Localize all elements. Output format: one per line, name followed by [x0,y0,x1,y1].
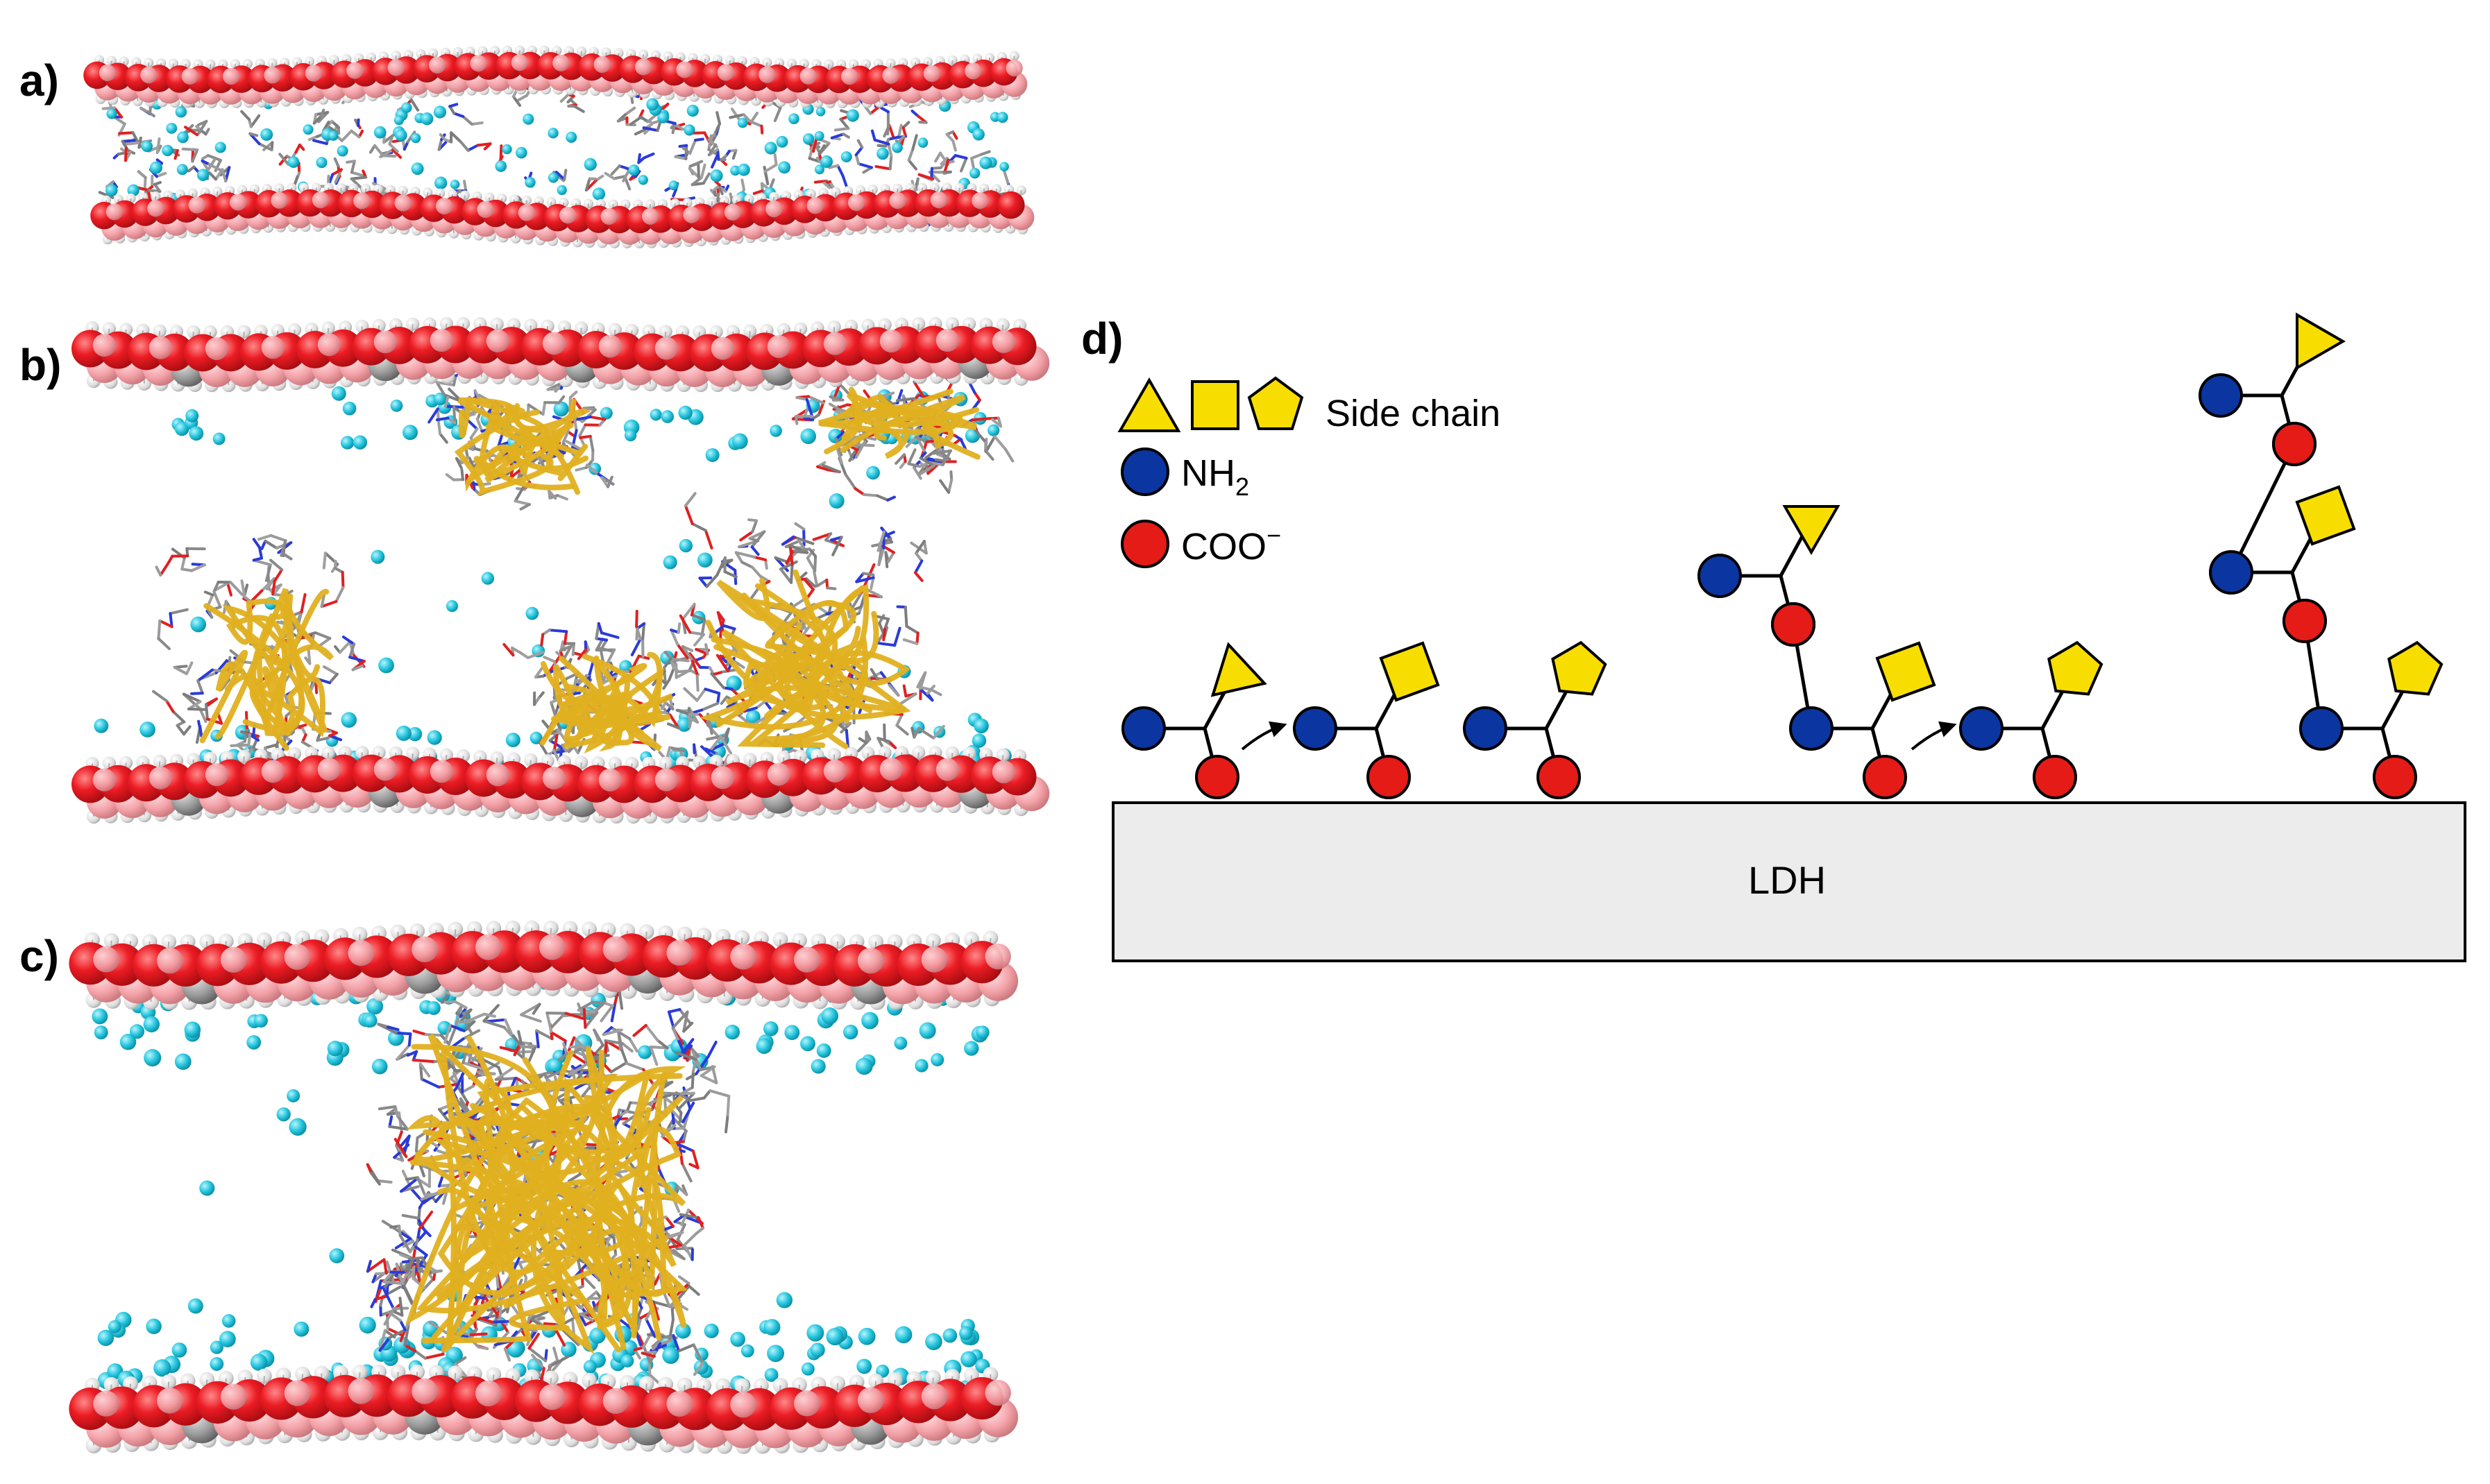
ldh-layer-a-bottom [90,182,1035,249]
carboxyl-group-7b [2272,422,2317,466]
triangle-side-chain-1 [1210,642,1267,697]
amino-group-8 [2209,550,2253,595]
ldh-substrate [1112,801,2466,962]
square-side-chain-2 [1379,641,1440,702]
ldh-label: LDH [1748,858,1826,902]
transfer-arrow-1 [1241,721,1287,751]
helix-b-4 [539,651,674,754]
square-icon [1191,380,1239,430]
square-side-chain-5 [1875,641,1936,702]
square-side-chain-8 [2295,485,2356,546]
legend-nh2: NH2 [1181,452,1249,501]
adsorption-schematic: Side chain NH2 COO− LDH [1112,312,2466,962]
panel-d-label: d) [1081,314,1123,364]
helix-b-3 [199,588,334,751]
transfer-arrow-2 [1911,721,1957,751]
pentagon-icon [1247,376,1304,430]
helix-b-1 [454,397,591,496]
ldh-layer-a-top [83,45,1028,109]
helix-b-2 [818,386,981,460]
panel-c-label: c) [19,931,59,981]
carboxyl-group-1 [1195,755,1239,799]
triangle-side-chain-7 [2296,312,2346,370]
legend-side-chain: Side chain [1326,393,1500,434]
ldh-layer-c-bottom [69,1364,1019,1454]
legend-coo: COO− [1181,521,1281,568]
ldh-layer-b-top [71,316,1050,393]
carboxyl-group-2 [1366,755,1411,799]
amino-group-7 [2199,373,2243,418]
pentagon-side-chain-3 [1551,640,1607,696]
amino-group-2 [1293,706,1337,751]
coo-legend-icon [1121,520,1169,568]
carboxyl-group-3 [1536,755,1581,799]
carboxyl-group-9 [2373,755,2417,799]
pentagon-side-chain-6 [2047,640,2103,696]
panel-a-label: a) [19,56,59,105]
amino-group-6 [1959,706,2004,751]
carboxyl-group-8b [2282,599,2327,643]
residue-group-1 [1121,640,1607,799]
md-snapshot-b [71,316,1050,824]
md-snapshot-a [83,45,1035,249]
amino-group-4 [1697,554,1742,598]
carboxyl-group-5 [1863,755,1907,799]
legend: Side chain NH2 COO− [1117,376,1500,568]
helix-b-5 [699,569,911,750]
triangle-icon [1117,377,1181,432]
ldh-layer-b-bottom [71,745,1050,824]
amino-group-5 [1789,706,1833,751]
amino-group-1 [1121,706,1166,751]
carboxyl-group-4b [1771,602,1815,647]
nh2-legend-icon [1121,447,1169,496]
helix-c [405,1034,688,1355]
ldh-layer-c-top [69,920,1019,1010]
pentagon-side-chain-9 [2387,640,2444,696]
carboxyl-group-6 [2033,755,2077,799]
amino-group-9 [2299,706,2344,751]
water-b-mid [190,447,911,692]
peptide-chains [1121,312,2444,799]
dipeptide [1697,505,2103,799]
panel-b-label: b) [19,340,61,390]
amino-group-3 [1463,706,1507,751]
triangle-side-chain-4 [1782,505,1840,556]
tripeptide [2199,312,2444,799]
md-snapshot-c [69,920,1019,1454]
